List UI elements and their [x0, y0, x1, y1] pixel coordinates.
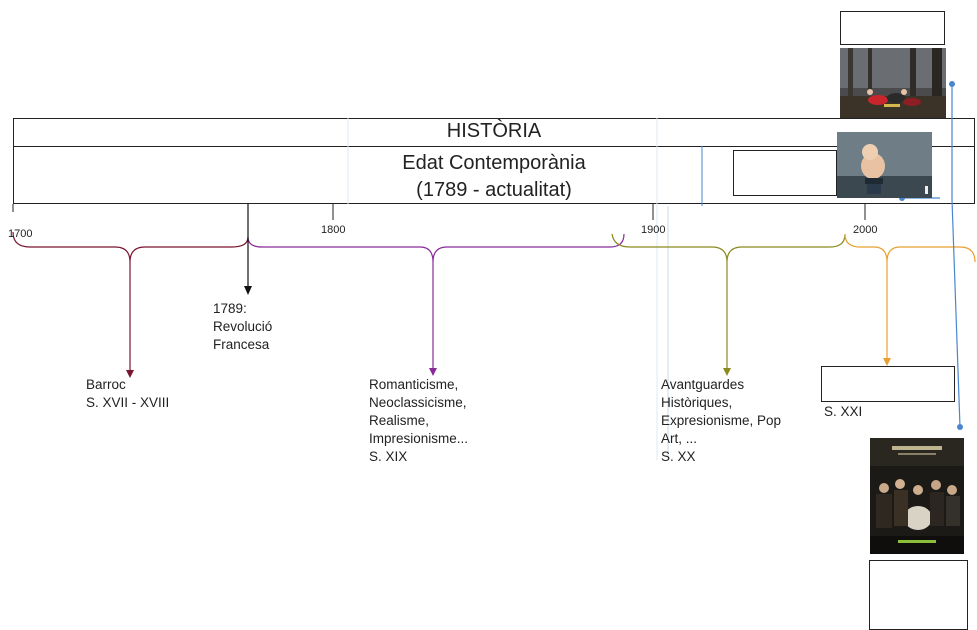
- subtitle-line-2: (1789 - actualitat): [416, 179, 572, 201]
- period-line: Barroc: [86, 377, 126, 392]
- empty-box-bottom: [869, 560, 968, 630]
- period-19th: Romanticisme, Neoclassicisme, Realisme, …: [369, 376, 468, 466]
- period-line: Romanticisme,: [369, 377, 459, 392]
- connector-dot: [957, 424, 963, 430]
- title-divider: [13, 146, 975, 147]
- period-line: Neoclassicisme,: [369, 395, 467, 410]
- period-line: Impresionisme...: [369, 431, 469, 446]
- period-baroque: Barroc S. XVII - XVIII: [86, 376, 169, 412]
- arrowhead-baroque: [126, 370, 134, 378]
- event-line: Revolució: [213, 319, 273, 334]
- photo-forest-image: [840, 48, 946, 118]
- period-line: Avantguardes: [661, 377, 745, 392]
- arrowhead-1789: [244, 286, 252, 295]
- period-line: Art, ...: [661, 431, 698, 446]
- period-line: S. XXI: [824, 404, 863, 419]
- bracket-19th: [247, 233, 625, 263]
- diagram-title: HISTÒRIA: [446, 120, 542, 142]
- empty-box-top: [840, 11, 945, 45]
- year-1900: 1900: [641, 224, 666, 236]
- connector-line: [951, 199, 961, 428]
- photo-child-image: [837, 132, 932, 198]
- photo-poster-image: [870, 438, 964, 554]
- period-line: Històriques,: [661, 395, 733, 410]
- event-line: Francesa: [213, 337, 270, 352]
- title-box: [13, 118, 975, 204]
- year-1700: 1700: [8, 228, 33, 240]
- period-line: Realisme,: [369, 413, 430, 428]
- period-line: S. XVII - XVIII: [86, 395, 170, 410]
- period-20th: Avantguardes Històriques, Expresionisme,…: [661, 376, 781, 466]
- bracket-21st: [844, 233, 976, 263]
- subtitle-line-1: Edat Contemporània: [402, 152, 586, 174]
- arrowhead-19th: [429, 368, 437, 376]
- event-revolution: 1789: Revolució Francesa: [213, 300, 272, 354]
- bracket-20th: [611, 233, 846, 263]
- period-line: S. XX: [661, 449, 696, 464]
- event-line: 1789:: [213, 301, 247, 316]
- empty-box-middle: [733, 150, 837, 196]
- arrowhead-20th: [723, 368, 731, 376]
- year-2000: 2000: [853, 224, 878, 236]
- empty-box-21st: [821, 366, 955, 402]
- photo-child-graphic: [837, 132, 932, 198]
- diagram-subtitle: Edat Contemporània (1789 - actualitat): [13, 150, 975, 204]
- photo-poster-graphic: [870, 438, 964, 554]
- photo-forest-graphic: [840, 48, 946, 118]
- year-1800: 1800: [321, 224, 346, 236]
- connector-dot: [949, 81, 955, 87]
- period-line: Expresionisme, Pop: [661, 413, 782, 428]
- period-21st: S. XXI: [824, 403, 862, 421]
- bracket-baroque: [12, 231, 249, 263]
- period-line: S. XIX: [369, 449, 408, 464]
- arrowhead-21st: [883, 358, 891, 366]
